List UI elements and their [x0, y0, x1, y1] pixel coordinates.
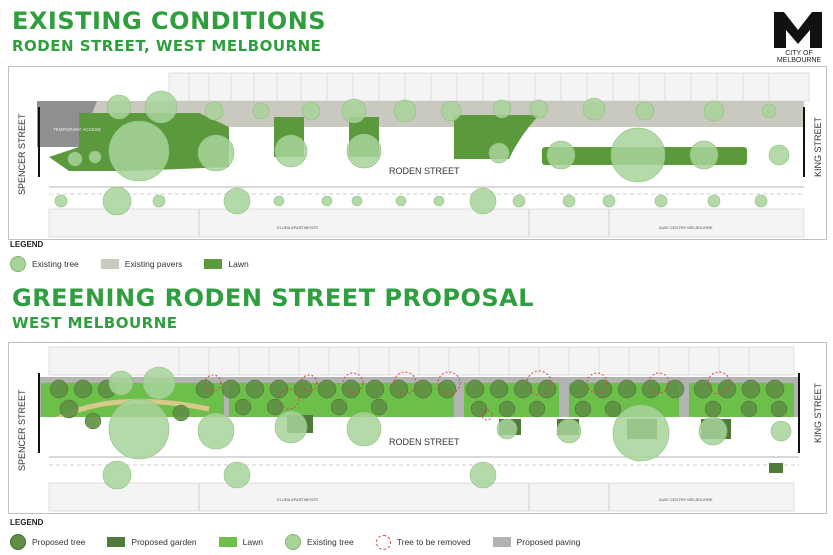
legend-item-lawn: Lawn [204, 259, 249, 269]
logo-text: CITY OF MELBOURNE [776, 50, 822, 64]
existing-king-street-label: KING STREET [813, 116, 823, 177]
existing-roden-street-label: RODEN STREET [389, 166, 460, 176]
existing-tree-swatch [284, 534, 301, 550]
legend-item-existing-tree: Existing tree [10, 256, 79, 272]
legend-item-tree-to-be-removed: Tree to be removed [375, 534, 471, 550]
existing-legend-title: LEGEND [10, 240, 44, 249]
proposed-paving-swatch [492, 537, 511, 547]
proposal-audi-centre-label: AUDI CENTRE MELBOURNE [659, 497, 713, 502]
city-of-melbourne-logo [774, 12, 822, 48]
tree-to-be-removed-swatch [375, 534, 391, 550]
proposal-subtitle: WEST MELBOURNE [12, 314, 178, 332]
proposed-tree-swatch [10, 534, 26, 550]
existing-audi-centre-label: AUDI CENTRE MELBOURNE [659, 225, 713, 230]
proposal-title: GREENING RODEN STREET PROPOSAL [12, 284, 535, 312]
proposal-spencer-street-label: SPENCER STREET [17, 389, 27, 471]
legend-label: Proposed tree [32, 537, 86, 547]
legend-label: Proposed garden [131, 537, 197, 547]
legend-item-proposed-paving: Proposed paving [492, 537, 581, 547]
legend-item-existing-pavers: Existing pavers [100, 259, 183, 269]
legend-item-lawn: Lawn [218, 537, 263, 547]
existing-subtitle: RODEN STREET, WEST MELBOURNE [12, 37, 322, 55]
legend-label: Lawn [228, 259, 249, 269]
proposal-legend-title: LEGEND [10, 518, 44, 527]
proposed-garden-swatch [107, 537, 126, 547]
legend-label: Existing pavers [124, 259, 183, 269]
proposal-elura-apartments-label: ELURA APARTMENTS [277, 497, 318, 502]
legend-item-proposed-garden: Proposed garden [107, 537, 197, 547]
existing-legend: Existing tree Existing pavers Lawn [10, 256, 271, 272]
existing-conditions-map: SPENCER STREET KING STREET RODEN STREET … [8, 66, 827, 240]
proposal-roden-street-label: RODEN STREET [389, 437, 460, 447]
legend-label: Existing tree [306, 537, 354, 547]
lawn-swatch [204, 259, 223, 269]
proposal-king-street-label: KING STREET [813, 382, 823, 443]
existing-title: EXISTING CONDITIONS [12, 7, 327, 35]
temporary-access-label: TEMPORARY ACCESS [53, 127, 101, 132]
proposal-map-drawing: SPENCER STREET KING STREET RODEN STREET … [17, 346, 823, 512]
legend-label: Proposed paving [516, 537, 581, 547]
existing-tree-swatch [10, 256, 26, 272]
legend-label: Existing tree [32, 259, 79, 269]
existing-pavers-swatch [100, 259, 119, 269]
existing-elura-apartments-label: ELURA APARTMENTS [277, 225, 318, 230]
legend-item-existing-tree: Existing tree [284, 534, 354, 550]
lawn-swatch [218, 537, 237, 547]
existing-spencer-street-label: SPENCER STREET [17, 113, 27, 195]
existing-map-drawing: SPENCER STREET KING STREET RODEN STREET … [17, 72, 823, 238]
legend-label: Tree to be removed [396, 537, 471, 547]
legend-label: Lawn [242, 537, 263, 547]
legend-item-proposed-tree: Proposed tree [10, 534, 85, 550]
proposal-legend: Proposed tree Proposed garden Lawn Exist… [10, 534, 602, 550]
proposal-map: SPENCER STREET KING STREET RODEN STREET … [8, 342, 827, 514]
